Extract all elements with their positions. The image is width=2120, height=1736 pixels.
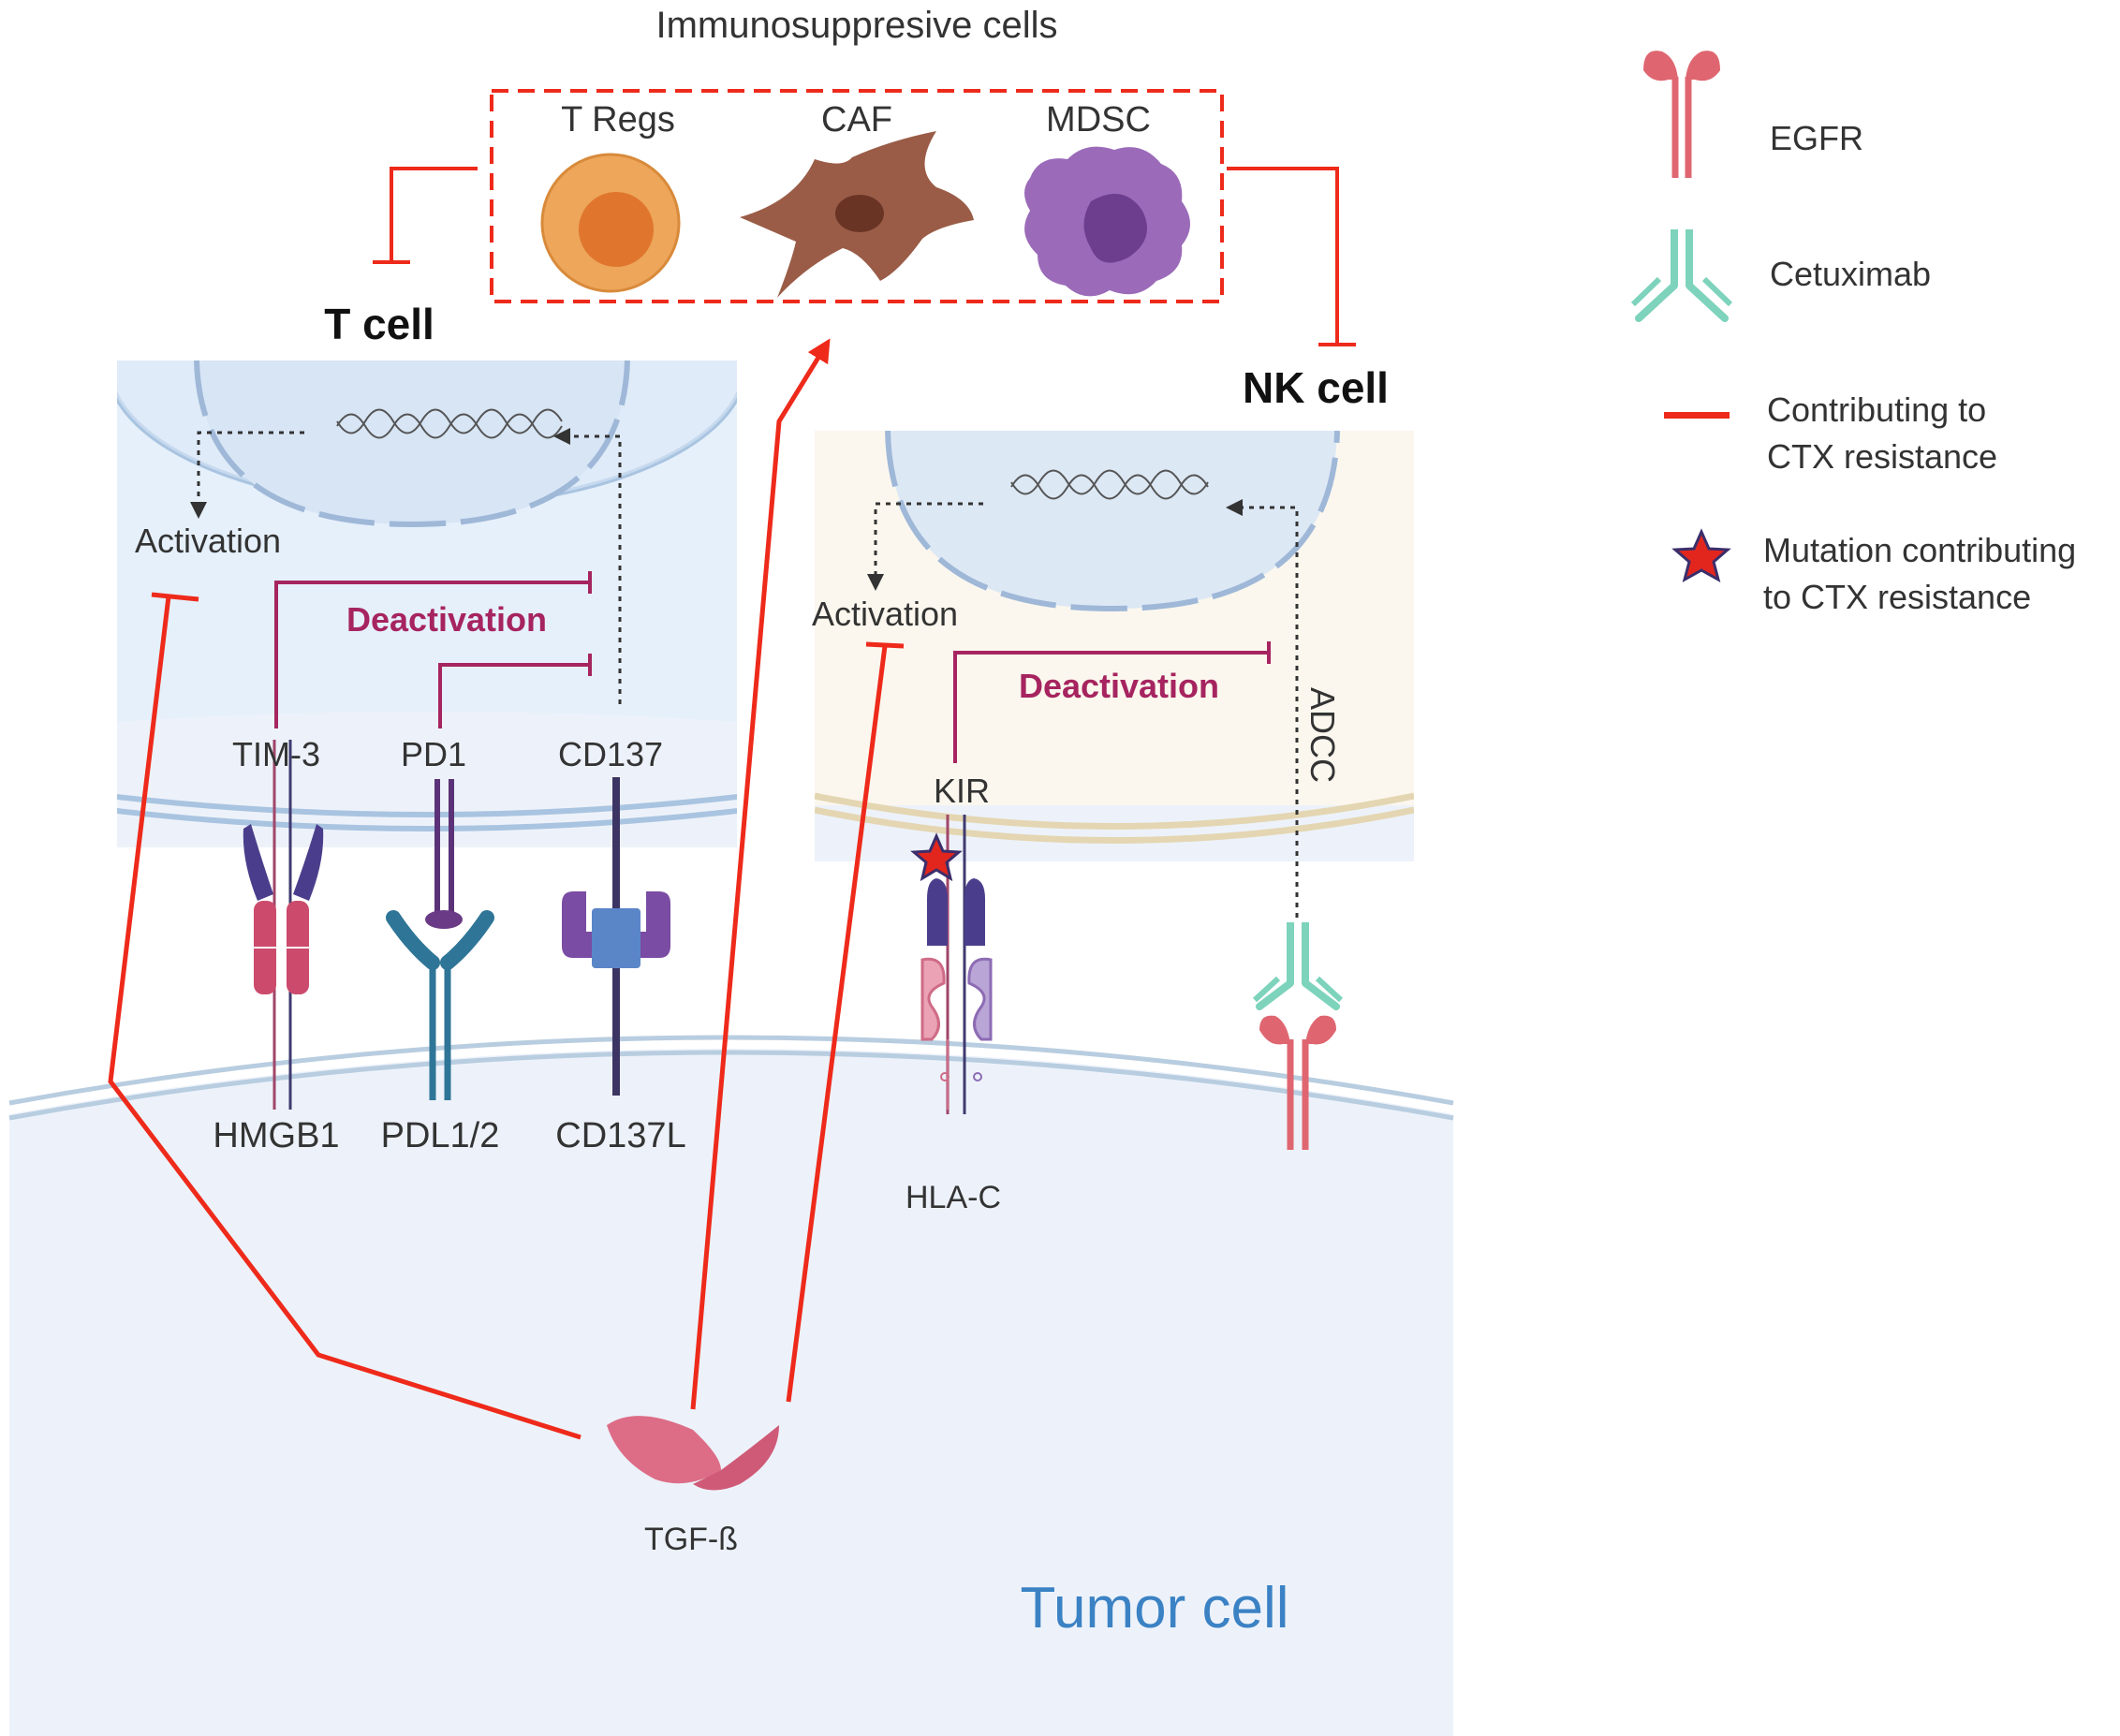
- nk-cell-deactivation-label: Deactivation: [1019, 667, 1219, 705]
- pdl1-label: PDL1/2: [381, 1116, 500, 1155]
- t-cell-signal-arrows: [190, 428, 622, 704]
- t-cell-body: [117, 360, 737, 847]
- tim3-hmgb1-complex: [243, 740, 324, 1110]
- tgf-beta-label: TGF-ß: [644, 1522, 738, 1557]
- nk-cell-activation-label: Activation: [812, 595, 958, 633]
- legend-cetuximab-icon: [1630, 229, 1733, 322]
- t-cell-deactivation-label: Deactivation: [346, 600, 547, 639]
- t-cell-dna: [336, 408, 563, 439]
- legend-resistance-line-2: CTX resistance: [1767, 437, 1997, 476]
- pd1-pdl1-complex: [386, 779, 494, 1100]
- tumor-cell-label: Tumor cell: [1020, 1576, 1288, 1640]
- caf-label: CAF: [821, 100, 892, 140]
- legend-cetuximab-label: Cetuximab: [1770, 255, 1931, 293]
- nk-cell-signal-arrows: [867, 499, 1299, 918]
- mdsc-cell-icon: [1024, 146, 1190, 297]
- diagram-title: Immunosuppresive cells: [655, 5, 1057, 46]
- resistance-connectors-box: [373, 167, 1356, 346]
- legend-mutation-line-2: to CTX resistance: [1763, 578, 2031, 616]
- cd137-complex: [562, 777, 670, 1096]
- mdsc-label: MDSC: [1046, 100, 1151, 140]
- treg-cell-icon: [540, 153, 681, 293]
- cd137-label: CD137: [558, 735, 663, 773]
- hmgb1-label: HMGB1: [213, 1116, 339, 1155]
- t-cell-deactivation-lines: [274, 571, 592, 728]
- nk-cell-body: [815, 431, 1414, 861]
- mutation-star-icon: [910, 832, 963, 882]
- legend-resistance-line-icon: [1664, 412, 1730, 419]
- tgf-resistance-lines: [108, 338, 905, 1440]
- hla-c-label: HLA-C: [905, 1180, 1001, 1215]
- tregs-label: T Regs: [561, 100, 675, 140]
- legend-egfr-icon: [1643, 51, 1720, 178]
- nk-cell-dna: [1010, 469, 1209, 500]
- kir-label: KIR: [934, 772, 990, 810]
- legend-mutation-star-icon: [1671, 528, 1731, 583]
- nk-cell-label: NK cell: [1243, 363, 1389, 412]
- legend-mutation-line-1: Mutation contributing: [1763, 531, 2076, 569]
- cetuximab-egfr-complex: [1252, 922, 1344, 1150]
- tim3-label: TIM-3: [232, 735, 320, 773]
- t-cell-activation-label: Activation: [135, 522, 281, 560]
- legend-resistance-line-1: Contributing to: [1767, 390, 1986, 429]
- adcc-label: ADCC: [1303, 687, 1342, 783]
- pd1-label: PD1: [401, 735, 466, 773]
- tumor-cell-body: [8, 1035, 1454, 1736]
- kir-hla-complex: [920, 815, 993, 1114]
- t-cell-label: T cell: [324, 300, 434, 348]
- caf-cell-icon: [740, 131, 974, 298]
- nk-cell-deactivation-lines: [953, 641, 1271, 763]
- cd137l-label: CD137L: [555, 1116, 685, 1155]
- tgf-beta-molecule-icon: [607, 1416, 779, 1491]
- legend-egfr-label: EGFR: [1770, 119, 1863, 157]
